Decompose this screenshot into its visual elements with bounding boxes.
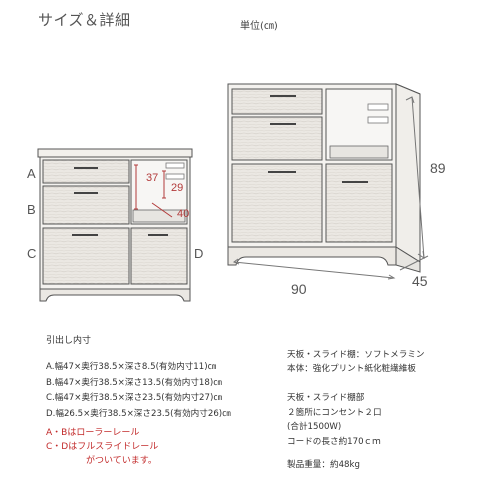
rail-note: A・Bはローラーレール	[46, 428, 140, 438]
drawer-a	[42, 159, 130, 184]
drawer-size-item: C.幅47×奥行38.5×深さ23.5(有効内寸27)㎝	[46, 393, 222, 403]
section-title: サイズ＆詳細	[38, 11, 131, 29]
drawer-size-list: A.幅47×奥行38.5×深さ8.5(有効内寸11)㎝ B.幅47×奥行38.5…	[46, 360, 231, 422]
rail-note: がついています。	[86, 456, 157, 466]
drawer-label-c: C	[27, 246, 37, 261]
drawer-size-item: B.幅47×奥行38.5×深さ13.5(有効内寸18)㎝	[46, 377, 222, 388]
outlet-info: 天板・スライド棚部 ２箇所にコンセント２口 (合計1500W) コードの長さ約1…	[287, 391, 382, 449]
depth-dimension: 45	[412, 273, 428, 289]
outlet-bottom	[165, 173, 185, 180]
product-weight: 製品重量：約48kg	[287, 460, 360, 470]
outlet-top	[165, 162, 185, 169]
shelf-dimension-29: 29	[171, 182, 184, 194]
unit-label: 単位(㎝)	[240, 21, 278, 32]
rail-note: C・Dはフルスライドレール	[46, 442, 159, 452]
materials-list: 天板・スライド棚：ソフトメラミン 本体：強化プリント紙化粧繊維板	[287, 348, 425, 376]
drawer-inner-size-heading: 引出し内寸	[46, 336, 92, 346]
shelf-dimension-40: 40	[177, 208, 190, 220]
outlet-item: 天板・スライド棚部	[287, 393, 365, 403]
drawer-label-a: A	[27, 166, 36, 181]
drawer-size-item: A.幅47×奥行38.5×深さ8.5(有効内寸11)㎝	[46, 362, 217, 372]
rail-notes: A・Bはローラーレール C・Dはフルスライドレール がついています。	[46, 426, 158, 468]
drawer-c	[42, 227, 130, 285]
material-item: 本体：強化プリント紙化粧繊維板	[287, 364, 416, 374]
drawer-size-item: D.幅26.5×奥行38.5×深さ23.5(有効内寸26)㎝	[46, 408, 231, 419]
drawer-d	[130, 227, 188, 285]
shelf-dimension-37: 37	[146, 172, 159, 184]
front-cabinet	[37, 148, 193, 302]
drawer-label-d: D	[194, 246, 204, 261]
drawer-b	[42, 185, 130, 225]
outlet-item: コードの長さ約170ｃｍ	[287, 436, 381, 447]
perspective-cabinet	[227, 83, 429, 280]
width-dimension: 90	[291, 281, 307, 297]
outlet-item: (合計1500W)	[287, 422, 342, 432]
material-item: 天板・スライド棚：ソフトメラミン	[287, 350, 425, 360]
drawer-label-b: B	[27, 202, 36, 217]
outlet-item: ２箇所にコンセント２口	[287, 407, 382, 418]
height-dimension: 89	[430, 160, 446, 176]
